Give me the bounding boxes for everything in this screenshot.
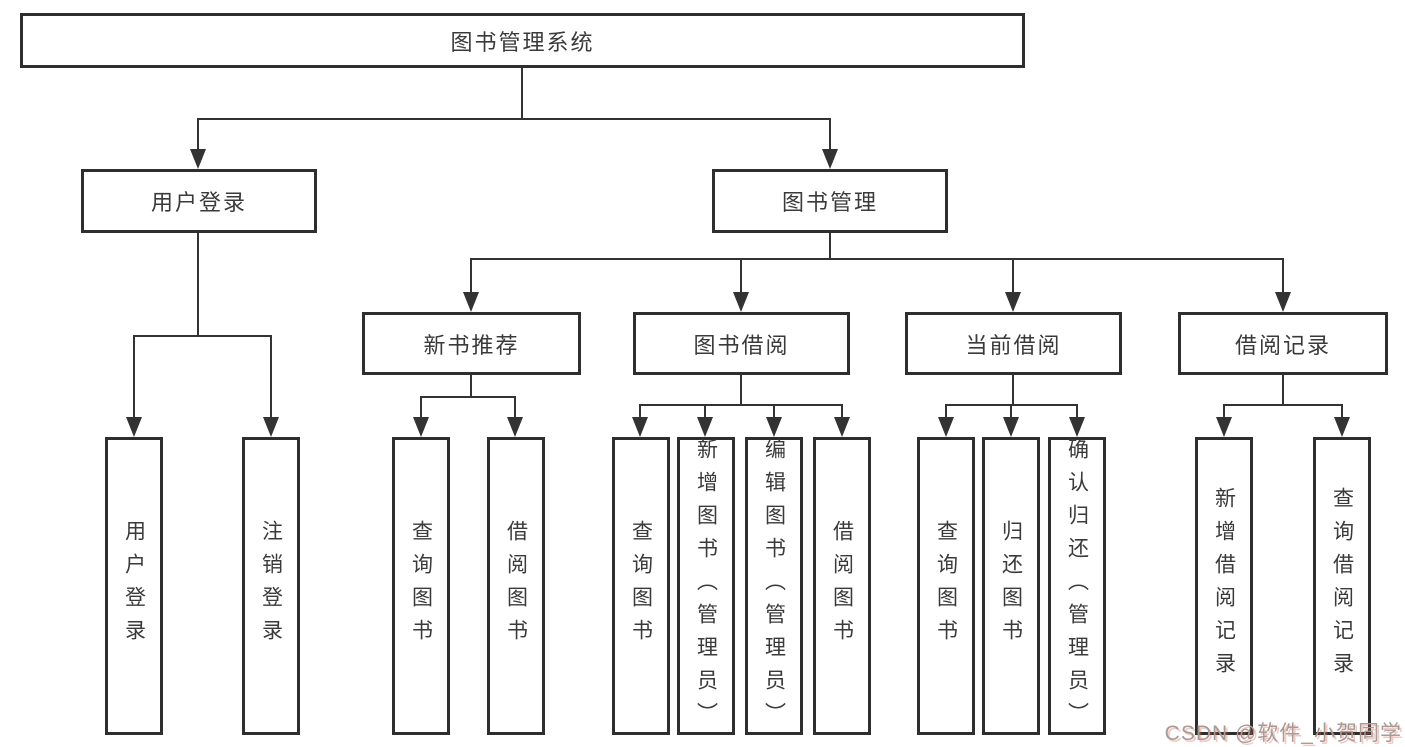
- arrow-down-icon: [1069, 417, 1085, 437]
- connector-book-mgmt-rail: [470, 258, 1284, 260]
- connector-to-new-book: [470, 258, 472, 292]
- leaf-query-book-current: 查询图书: [917, 437, 975, 735]
- connector-leaf: [514, 396, 516, 417]
- leaf-add-book-admin: 新增图书（管理员）: [677, 437, 735, 735]
- leaf-logout: 注销登录: [242, 437, 300, 735]
- node-borrow-record-label: 借阅记录: [1234, 332, 1331, 358]
- connector-to-book-mgmt: [829, 118, 831, 151]
- leaf-add-borrow-record-label: 新增借阅记录: [1212, 487, 1236, 685]
- leaf-edit-book-admin: 编辑图书（管理员）: [745, 437, 803, 735]
- arrow-down-icon: [1334, 417, 1350, 437]
- leaf-return-book-label: 归还图书: [999, 520, 1023, 652]
- node-current-borrow: 当前借阅: [905, 312, 1122, 375]
- connector-to-borrow-record: [1282, 258, 1284, 292]
- node-borrow-record: 借阅记录: [1178, 312, 1388, 375]
- connector-new-book-rail: [420, 396, 516, 398]
- leaf-query-book-borrow-label: 查询图书: [629, 520, 653, 652]
- connector-user-login-rail: [133, 335, 272, 337]
- arrow-down-icon: [822, 149, 838, 169]
- connector-new-book-stem: [470, 375, 472, 398]
- connector-to-user-login: [197, 118, 199, 151]
- node-book-mgmt-label: 图书管理: [781, 190, 878, 215]
- arrow-down-icon: [1275, 292, 1291, 312]
- arrow-down-icon: [697, 417, 713, 437]
- leaf-query-borrow-record: 查询借阅记录: [1313, 437, 1371, 735]
- leaf-borrow-book-recommend-label: 借阅图书: [504, 520, 528, 652]
- node-book-mgmt: 图书管理: [712, 169, 948, 233]
- leaf-query-borrow-record-label: 查询借阅记录: [1330, 487, 1354, 685]
- leaf-logout-label: 注销登录: [259, 520, 283, 652]
- connector-leaf: [773, 404, 775, 417]
- connector-to-book-borrow: [740, 258, 742, 292]
- arrow-down-icon: [632, 417, 648, 437]
- leaf-query-book-current-label: 查询图书: [934, 520, 958, 652]
- leaf-edit-book-admin-label: 编辑图书（管理员）: [762, 437, 786, 735]
- connector-root-rail: [197, 118, 831, 120]
- node-new-book-recommend: 新书推荐: [362, 312, 581, 375]
- leaf-user-login-label: 用户登录: [122, 520, 146, 652]
- node-root: 图书管理系统: [20, 13, 1025, 68]
- arrow-down-icon: [507, 417, 523, 437]
- connector-root-stem: [521, 68, 523, 119]
- connector-leaf: [639, 404, 641, 417]
- node-root-label: 图书管理系统: [450, 29, 595, 55]
- leaf-borrow-book-recommend: 借阅图书: [487, 437, 545, 735]
- leaf-add-book-admin-label: 新增图书（管理员）: [694, 437, 718, 735]
- arrow-down-icon: [766, 417, 782, 437]
- connector-borrow-record-stem: [1282, 375, 1284, 406]
- arrow-down-icon: [190, 149, 206, 169]
- connector-leaf: [841, 404, 843, 417]
- arrow-down-icon: [834, 417, 850, 437]
- leaf-confirm-return-admin-label: 确认归还（管理员）: [1065, 437, 1089, 735]
- node-book-borrow-label: 图书借阅: [693, 332, 790, 358]
- connector-current-borrow-stem: [1012, 375, 1014, 406]
- leaf-confirm-return-admin: 确认归还（管理员）: [1048, 437, 1106, 735]
- arrow-down-icon: [733, 292, 749, 312]
- connector-book-borrow-stem: [740, 375, 742, 406]
- node-user-login-label: 用户登录: [150, 190, 247, 215]
- connector-to-leaf-login: [133, 335, 135, 417]
- connector-leaf: [945, 404, 947, 417]
- arrow-down-icon: [1005, 292, 1021, 312]
- node-book-borrow: 图书借阅: [633, 312, 850, 375]
- connector-borrow-record-rail: [1223, 404, 1343, 406]
- arrow-down-icon: [413, 417, 429, 437]
- arrow-down-icon: [263, 417, 279, 437]
- csdn-watermark: CSDN @软件_小贺同学: [1164, 722, 1402, 745]
- arrow-down-icon: [126, 417, 142, 437]
- arrow-down-icon: [938, 417, 954, 437]
- connector-user-login-stem: [197, 233, 199, 337]
- leaf-query-book-recommend-label: 查询图书: [409, 520, 433, 652]
- leaf-add-borrow-record: 新增借阅记录: [1195, 437, 1253, 735]
- leaf-return-book: 归还图书: [982, 437, 1040, 735]
- connector-book-mgmt-stem: [829, 233, 831, 260]
- arrow-down-icon: [463, 292, 479, 312]
- node-user-login: 用户登录: [81, 169, 317, 233]
- leaf-borrow-book: 借阅图书: [813, 437, 871, 735]
- connector-to-leaf-logout: [270, 335, 272, 417]
- arrow-down-icon: [1216, 417, 1232, 437]
- leaf-query-book-recommend: 查询图书: [392, 437, 450, 735]
- connector-to-current-borrow: [1012, 258, 1014, 292]
- leaf-borrow-book-label: 借阅图书: [830, 520, 854, 652]
- node-current-borrow-label: 当前借阅: [965, 332, 1062, 358]
- node-new-book-recommend-label: 新书推荐: [423, 332, 520, 358]
- connector-leaf: [1010, 404, 1012, 417]
- arrow-down-icon: [1003, 417, 1019, 437]
- leaf-query-book-borrow: 查询图书: [612, 437, 670, 735]
- connector-leaf: [1223, 404, 1225, 417]
- connector-leaf: [420, 396, 422, 417]
- connector-leaf: [704, 404, 706, 417]
- connector-leaf: [1341, 404, 1343, 417]
- connector-leaf: [1076, 404, 1078, 417]
- leaf-user-login: 用户登录: [105, 437, 163, 735]
- connector-book-borrow-rail: [639, 404, 843, 406]
